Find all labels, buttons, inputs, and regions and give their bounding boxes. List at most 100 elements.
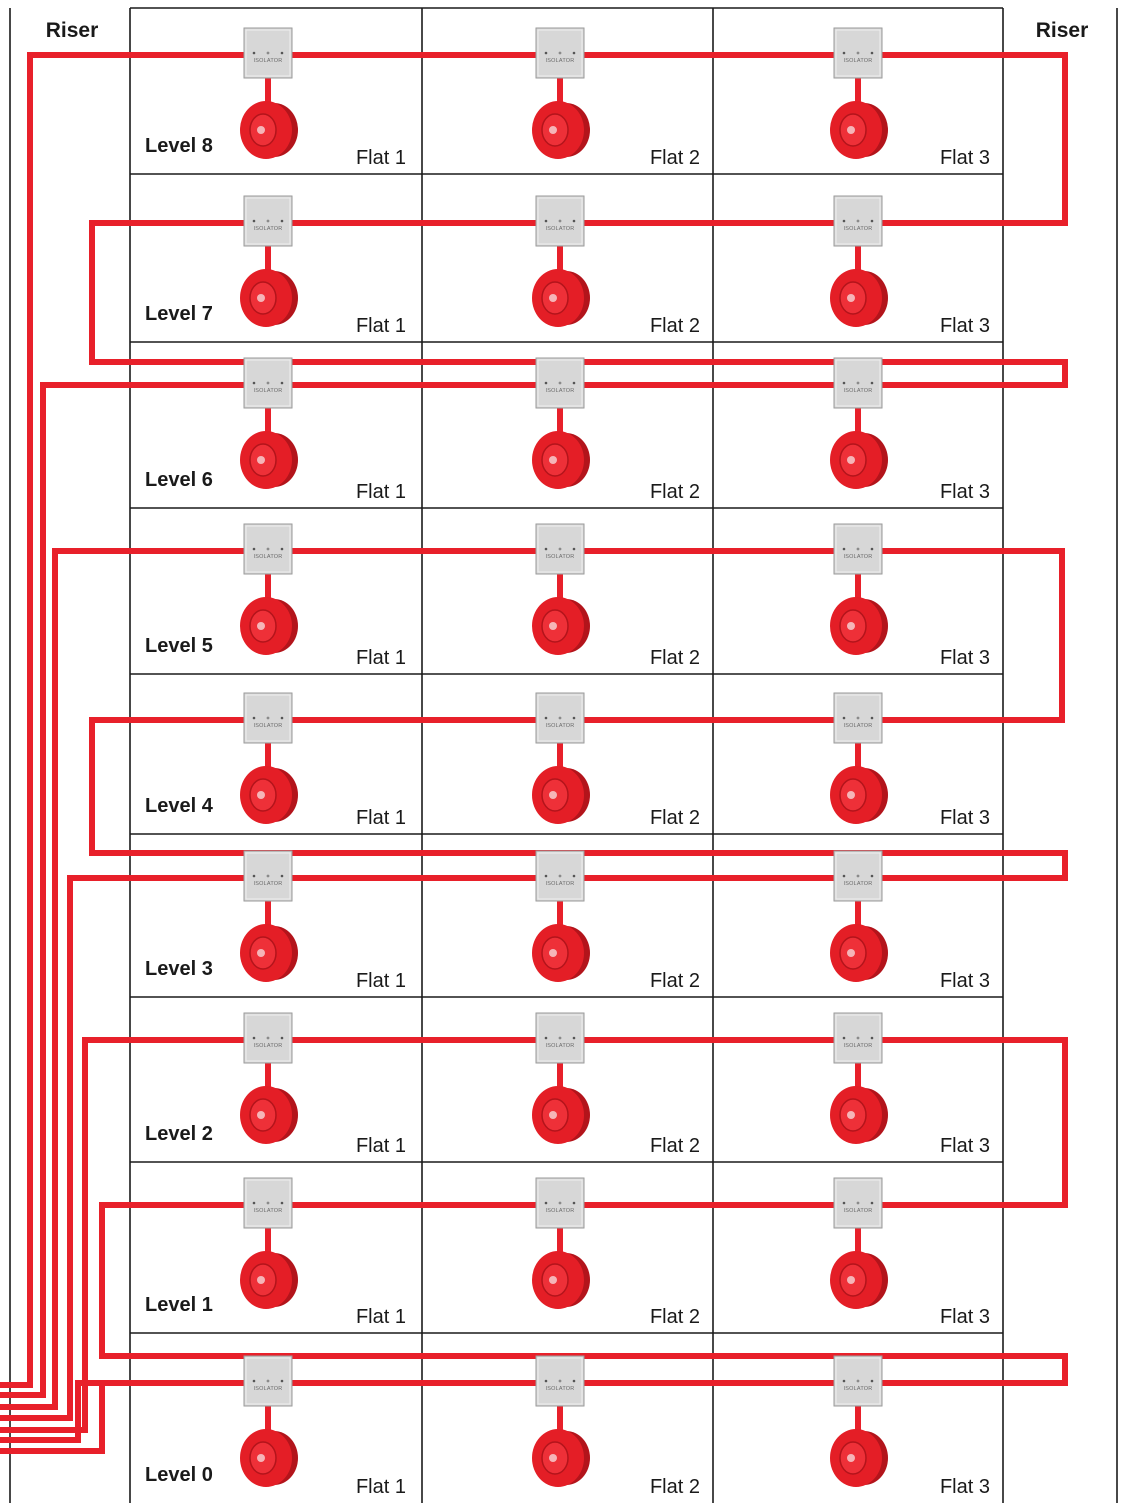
sounder-center bbox=[847, 949, 855, 957]
isolator-led bbox=[266, 547, 270, 551]
sounder-center bbox=[257, 622, 265, 630]
isolator-text: ISOLATOR bbox=[254, 881, 283, 887]
flat-label: Flat 2 bbox=[650, 1135, 700, 1157]
isolator-module-icon: ISOLATOR bbox=[243, 357, 293, 409]
isolator-led bbox=[856, 51, 860, 55]
isolator-text: ISOLATOR bbox=[546, 1208, 575, 1214]
isolator-screw bbox=[544, 1036, 548, 1040]
isolator-screw bbox=[572, 219, 576, 223]
isolator-bevel bbox=[245, 694, 291, 742]
isolator-screw bbox=[252, 716, 256, 720]
isolator-text: ISOLATOR bbox=[254, 1043, 283, 1049]
alarm-sounder-icon bbox=[240, 597, 298, 655]
isolator-bevel bbox=[245, 197, 291, 245]
building-grid bbox=[9, 7, 1118, 1503]
alarm-sounder-icon bbox=[240, 269, 298, 327]
sounder-center bbox=[549, 1111, 557, 1119]
sounder-drop-cable bbox=[265, 571, 271, 621]
isolator-screw bbox=[544, 381, 548, 385]
sounder-center bbox=[549, 294, 557, 302]
isolator-screw bbox=[572, 716, 576, 720]
isolator-led bbox=[558, 1201, 562, 1205]
level-label: Level 4 bbox=[145, 795, 214, 817]
sounder-drop-cable bbox=[855, 898, 861, 948]
isolator-led bbox=[266, 874, 270, 878]
flat-label: Flat 3 bbox=[940, 1306, 990, 1328]
sounder-center bbox=[847, 1454, 855, 1462]
isolator-bevel bbox=[245, 1357, 291, 1405]
isolator-led bbox=[266, 716, 270, 720]
isolator-bevel bbox=[537, 359, 583, 407]
isolator-screw bbox=[572, 874, 576, 878]
sounder-center bbox=[847, 456, 855, 464]
isolator-screw bbox=[870, 1036, 874, 1040]
isolator-text: ISOLATOR bbox=[546, 226, 575, 232]
isolator-screw bbox=[572, 1036, 576, 1040]
alarm-sounder-icon bbox=[532, 101, 590, 159]
isolator-screw bbox=[544, 547, 548, 551]
isolator-bevel bbox=[245, 1179, 291, 1227]
isolator-led bbox=[558, 51, 562, 55]
flat-label: Flat 3 bbox=[940, 970, 990, 992]
flat-label: Flat 3 bbox=[940, 647, 990, 669]
isolator-led bbox=[558, 219, 562, 223]
alarm-sounder-icon bbox=[532, 1429, 590, 1487]
sounder-center bbox=[257, 1454, 265, 1462]
alarm-cable-route bbox=[0, 1037, 1068, 1443]
isolator-module-icon: ISOLATOR bbox=[833, 523, 883, 575]
sounder-center bbox=[549, 126, 557, 134]
isolator-module-icon: ISOLATOR bbox=[243, 195, 293, 247]
isolator-bevel bbox=[537, 29, 583, 77]
level-label: Level 3 bbox=[145, 958, 213, 980]
sounder-center bbox=[257, 456, 265, 464]
isolator-module-icon: ISOLATOR bbox=[833, 850, 883, 902]
flat-label: Flat 2 bbox=[650, 647, 700, 669]
isolator-bevel bbox=[537, 1014, 583, 1062]
isolator-led bbox=[856, 547, 860, 551]
sounder-center bbox=[847, 1276, 855, 1284]
isolator-module-icon: ISOLATOR bbox=[535, 195, 585, 247]
isolator-screw bbox=[572, 51, 576, 55]
isolator-text: ISOLATOR bbox=[546, 1386, 575, 1392]
alarm-sounder-icon bbox=[240, 1251, 298, 1309]
isolator-screw bbox=[870, 381, 874, 385]
isolator-module-icon: ISOLATOR bbox=[833, 692, 883, 744]
level-label: Level 7 bbox=[145, 303, 213, 325]
level-label: Level 2 bbox=[145, 1123, 213, 1145]
isolator-bevel bbox=[537, 197, 583, 245]
flat-label: Flat 3 bbox=[940, 481, 990, 503]
isolator-screw bbox=[842, 874, 846, 878]
isolator-led bbox=[558, 381, 562, 385]
alarm-sounder-icon bbox=[830, 269, 888, 327]
alarm-sounder-icon bbox=[532, 431, 590, 489]
isolator-bevel bbox=[537, 694, 583, 742]
sounder-drop-cable bbox=[557, 571, 563, 621]
isolator-screw bbox=[572, 381, 576, 385]
alarm-sounder-icon bbox=[240, 431, 298, 489]
alarm-sounder-icon bbox=[532, 1251, 590, 1309]
sounder-drop-cable bbox=[265, 740, 271, 790]
sounder-drop-cable bbox=[557, 1225, 563, 1275]
flat-label: Flat 2 bbox=[650, 481, 700, 503]
sounder-drop-cable bbox=[855, 740, 861, 790]
alarm-sounder-icon bbox=[830, 1086, 888, 1144]
flat-label: Flat 1 bbox=[356, 807, 406, 829]
isolator-screw bbox=[842, 716, 846, 720]
alarm-cable-route bbox=[0, 1385, 105, 1454]
isolator-box bbox=[243, 850, 293, 902]
alarm-sounder-icon bbox=[830, 1429, 888, 1487]
isolator-bevel bbox=[835, 29, 881, 77]
isolator-screw bbox=[544, 51, 548, 55]
isolator-module-icon: ISOLATOR bbox=[243, 523, 293, 575]
isolator-led bbox=[856, 219, 860, 223]
sounder-drop-cable bbox=[557, 740, 563, 790]
level-label: Level 6 bbox=[145, 469, 213, 491]
isolator-module-icon: ISOLATOR bbox=[833, 1355, 883, 1407]
alarm-sounder-icon bbox=[532, 597, 590, 655]
isolator-text: ISOLATOR bbox=[546, 881, 575, 887]
isolator-screw bbox=[572, 547, 576, 551]
isolator-led bbox=[266, 1036, 270, 1040]
flat-label: Flat 1 bbox=[356, 147, 406, 169]
isolator-bevel bbox=[537, 852, 583, 900]
